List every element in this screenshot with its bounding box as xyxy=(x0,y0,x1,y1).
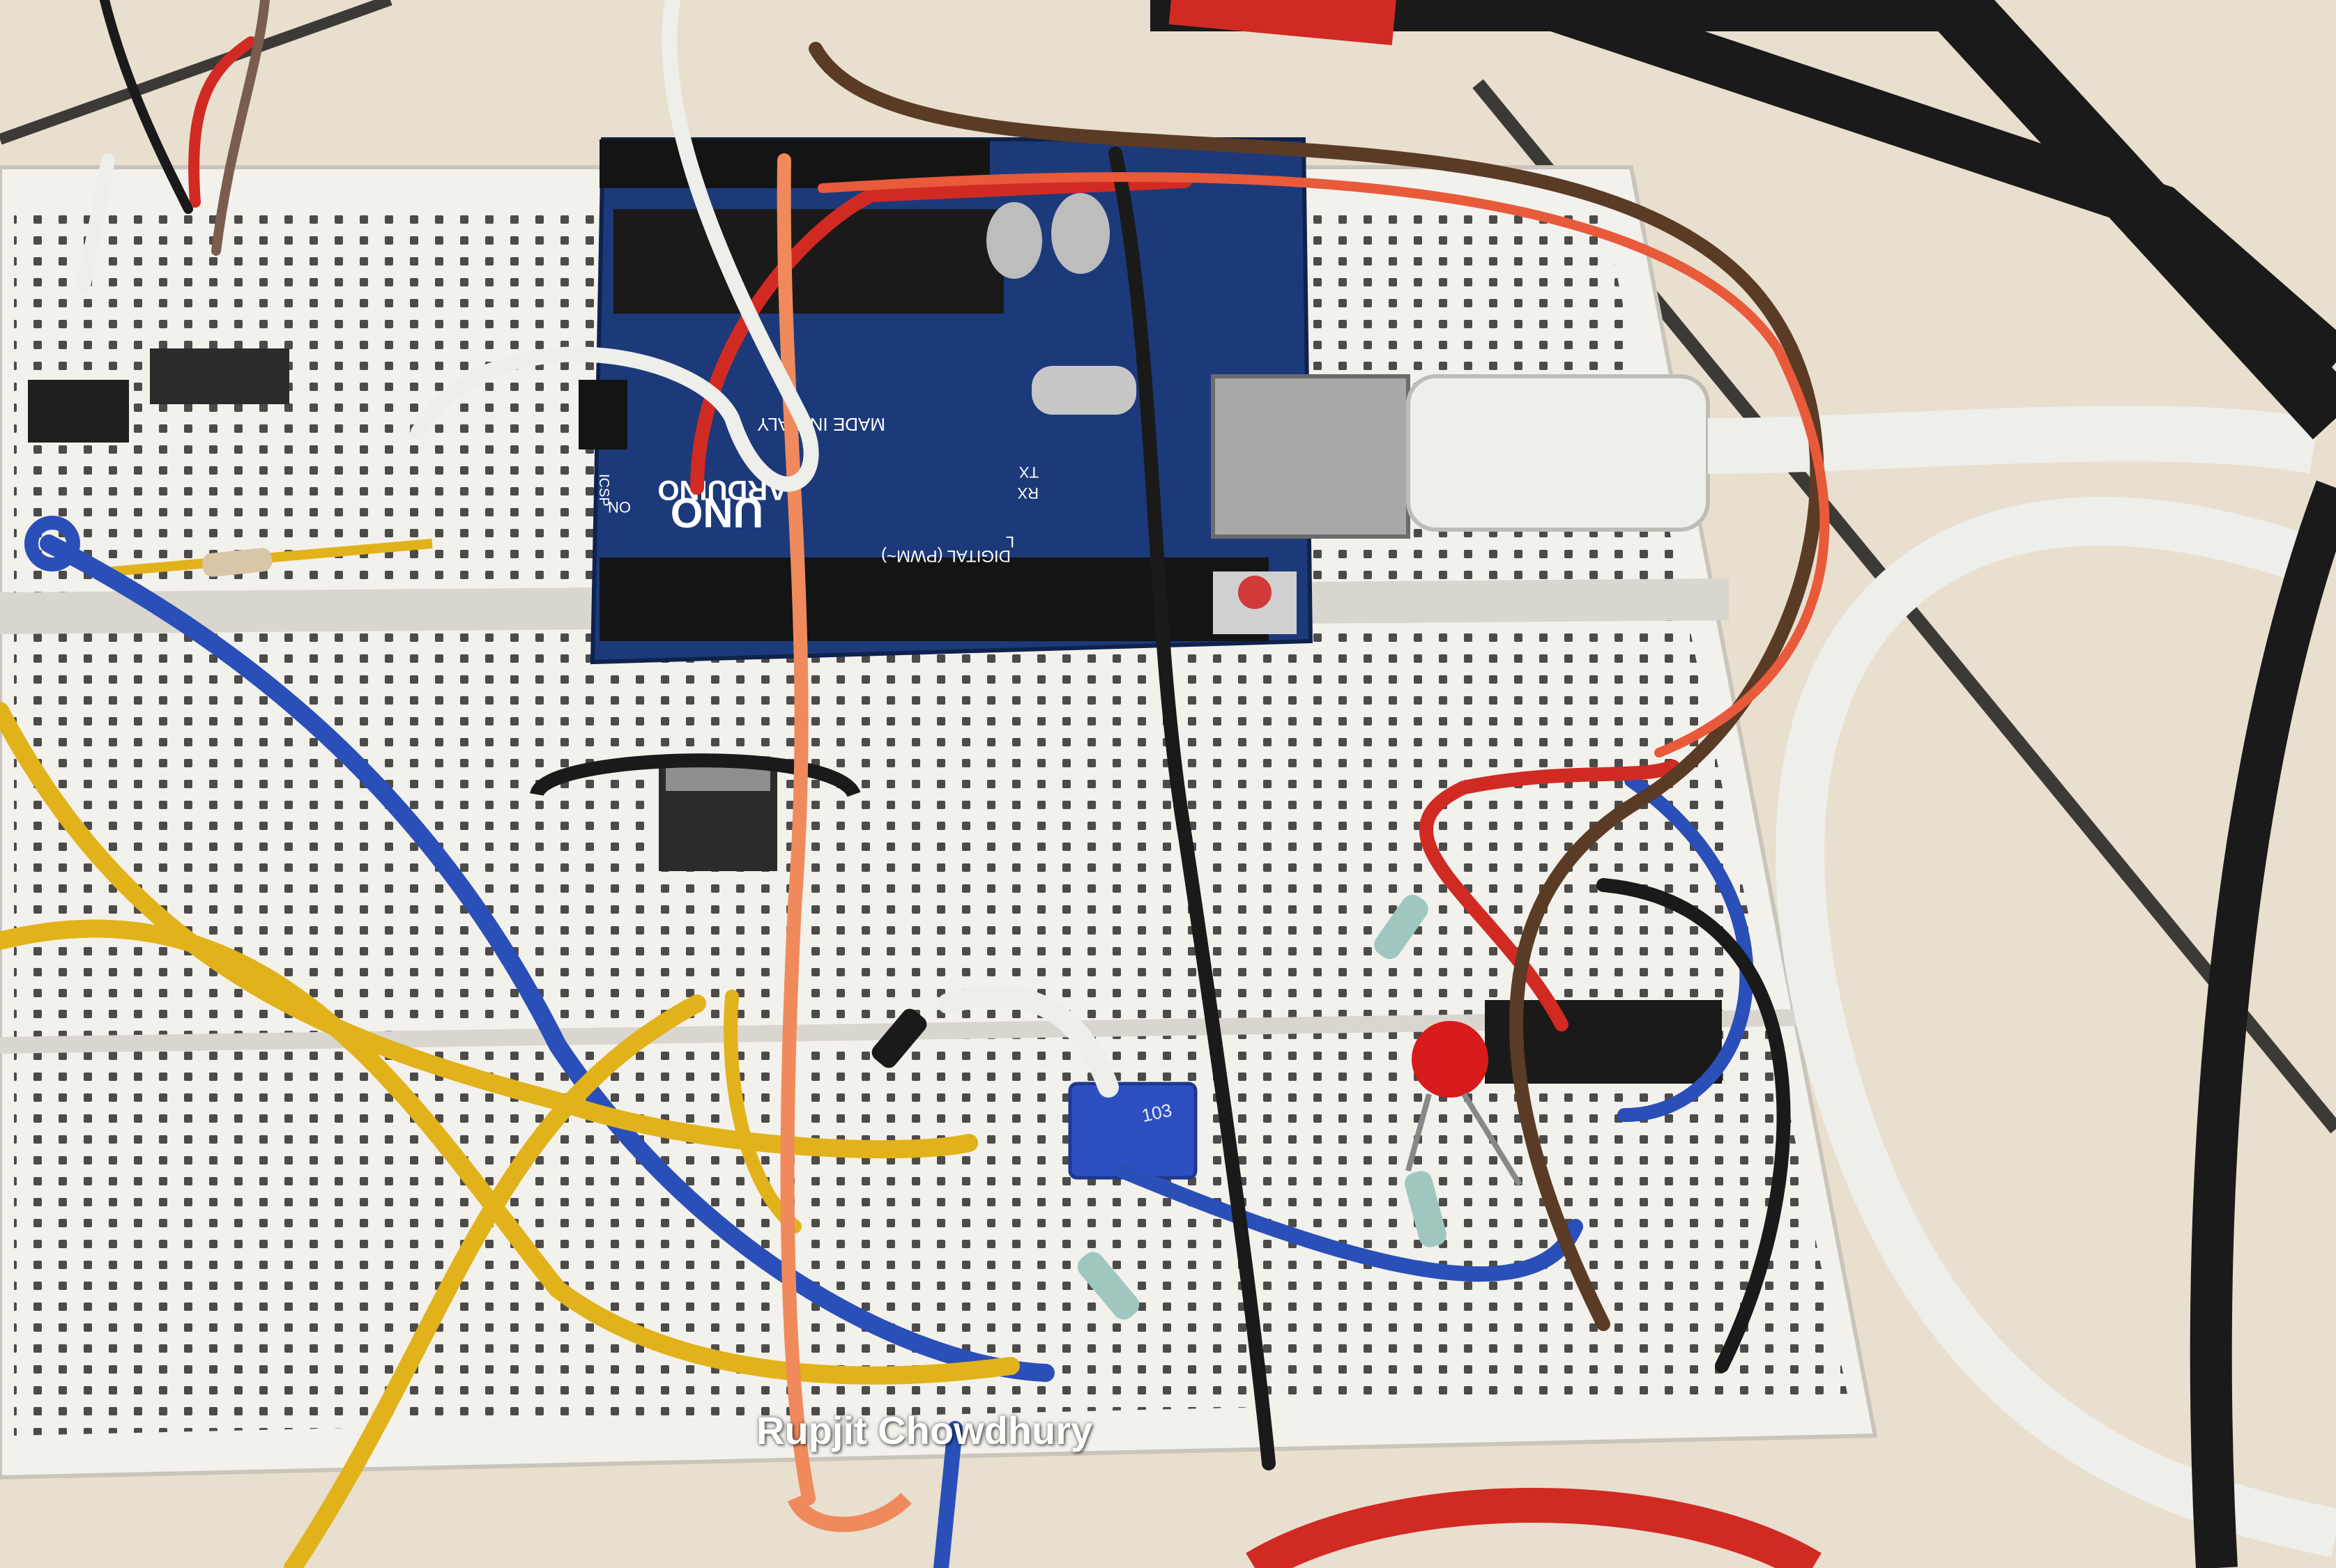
voltage-regulator xyxy=(530,753,861,871)
reset-button xyxy=(1238,576,1272,609)
on-led-label: ON xyxy=(608,498,631,516)
diode xyxy=(871,1008,927,1068)
trimmer-potentiometer: 103 xyxy=(1068,1082,1198,1180)
capacitor xyxy=(986,202,1042,279)
wire-black xyxy=(100,0,193,214)
resistor xyxy=(1405,1171,1446,1247)
wire-yellow xyxy=(724,990,802,1233)
wire-yellow xyxy=(0,919,1020,1385)
multimeter-probe-leads xyxy=(1150,0,2336,1568)
resistor xyxy=(111,539,433,577)
tx-led-label: TX xyxy=(1019,463,1039,481)
wire-orange-loop xyxy=(787,1492,912,1532)
resistor xyxy=(1374,894,1428,960)
wire-white xyxy=(411,0,819,492)
icsp-header xyxy=(579,380,627,449)
wire-red xyxy=(690,174,1192,495)
made-in-italy-label: MADE IN ITALY xyxy=(757,414,885,435)
jumper-wires xyxy=(0,0,1830,1568)
photographer-watermark: Rupjit Chowdhury xyxy=(756,1408,1093,1452)
wire-blue xyxy=(1115,1163,1583,1282)
wire-red xyxy=(188,36,257,208)
wire-red xyxy=(1419,760,1680,1031)
uno-model-label: UNO xyxy=(671,489,763,536)
atmega-chip xyxy=(613,209,1004,314)
digital-pwm-label: DIGITAL (PWM~) xyxy=(881,546,1011,565)
wire-yellow xyxy=(0,702,978,1159)
crystal-oscillator xyxy=(1032,366,1136,415)
wire-blue xyxy=(1617,774,1754,1122)
regulator-top-left xyxy=(150,348,289,404)
wire-white xyxy=(938,985,1119,1098)
red-led xyxy=(1405,1021,1522,1187)
ic-top-left xyxy=(28,380,129,443)
wire-black xyxy=(1108,146,1276,1470)
usb-b-port xyxy=(1211,374,1410,539)
usb-cable xyxy=(1406,374,2336,1558)
wire-brown-red-pair xyxy=(818,172,1830,758)
wire-black xyxy=(1596,878,1791,1373)
wire-brown xyxy=(211,0,270,256)
l-led-label: L xyxy=(1006,533,1014,551)
wire-blue xyxy=(40,535,1055,1382)
rx-led-label: RX xyxy=(1017,484,1039,502)
wire-yellow xyxy=(284,994,706,1568)
wire-blue-loop xyxy=(24,516,80,571)
wire-white xyxy=(77,153,115,293)
resistor xyxy=(1077,1252,1140,1320)
capacitor xyxy=(1051,193,1110,274)
icsp-label: ICSP xyxy=(596,474,611,507)
tile-grout-line-top xyxy=(0,0,392,145)
wire-blue xyxy=(933,1421,963,1568)
